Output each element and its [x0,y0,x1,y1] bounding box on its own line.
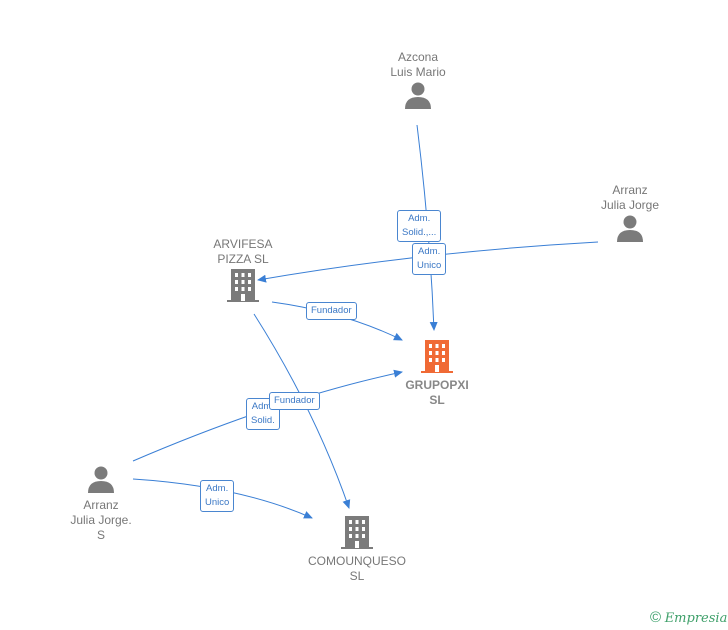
person-icon [615,213,645,247]
edge-label-adm-unico[interactable]: Adm. Unico [412,243,447,275]
node-label: ARVIFESA PIZZA SL [213,237,273,266]
building-icon [340,514,374,554]
node-label: Arranz Julia Jorge [600,183,660,212]
node-comounqueso[interactable]: COMOUNQUESO SL [304,514,410,584]
node-label: GRUPOPXI SL [405,378,469,407]
node-arranz-julia-jorge[interactable]: Arranz Julia Jorge [584,183,676,247]
person-icon [86,464,116,498]
node-arvifesa-pizza[interactable]: ARVIFESA PIZZA SL [196,237,290,307]
edge-label-adm-solid[interactable]: Adm. Solid.,... [397,210,442,242]
node-grupopxi[interactable]: GRUPOPXI SL [390,338,484,408]
node-azcona[interactable]: Azcona Luis Mario [372,50,464,114]
person-icon [403,80,433,114]
node-label: Arranz Julia Jorge. S [70,498,132,542]
node-arranz-julia-jorge-s[interactable]: Arranz Julia Jorge. S [54,464,148,543]
brand-logo: Empresia [664,611,728,626]
building-icon [420,338,454,378]
edge-label-fundador[interactable]: Fundador [269,392,320,410]
copyright-watermark: © Empresia [650,609,727,626]
edge-arvifesa-comounqueso [253,313,351,509]
node-label: Azcona Luis Mario [390,50,446,79]
edge-label-adm-unico[interactable]: Adm. Unico [200,480,235,512]
node-label: COMOUNQUESO SL [307,554,406,583]
building-icon [226,267,260,307]
copyright-symbol: © [650,609,662,626]
edge-label-fundador[interactable]: Fundador [306,302,357,320]
